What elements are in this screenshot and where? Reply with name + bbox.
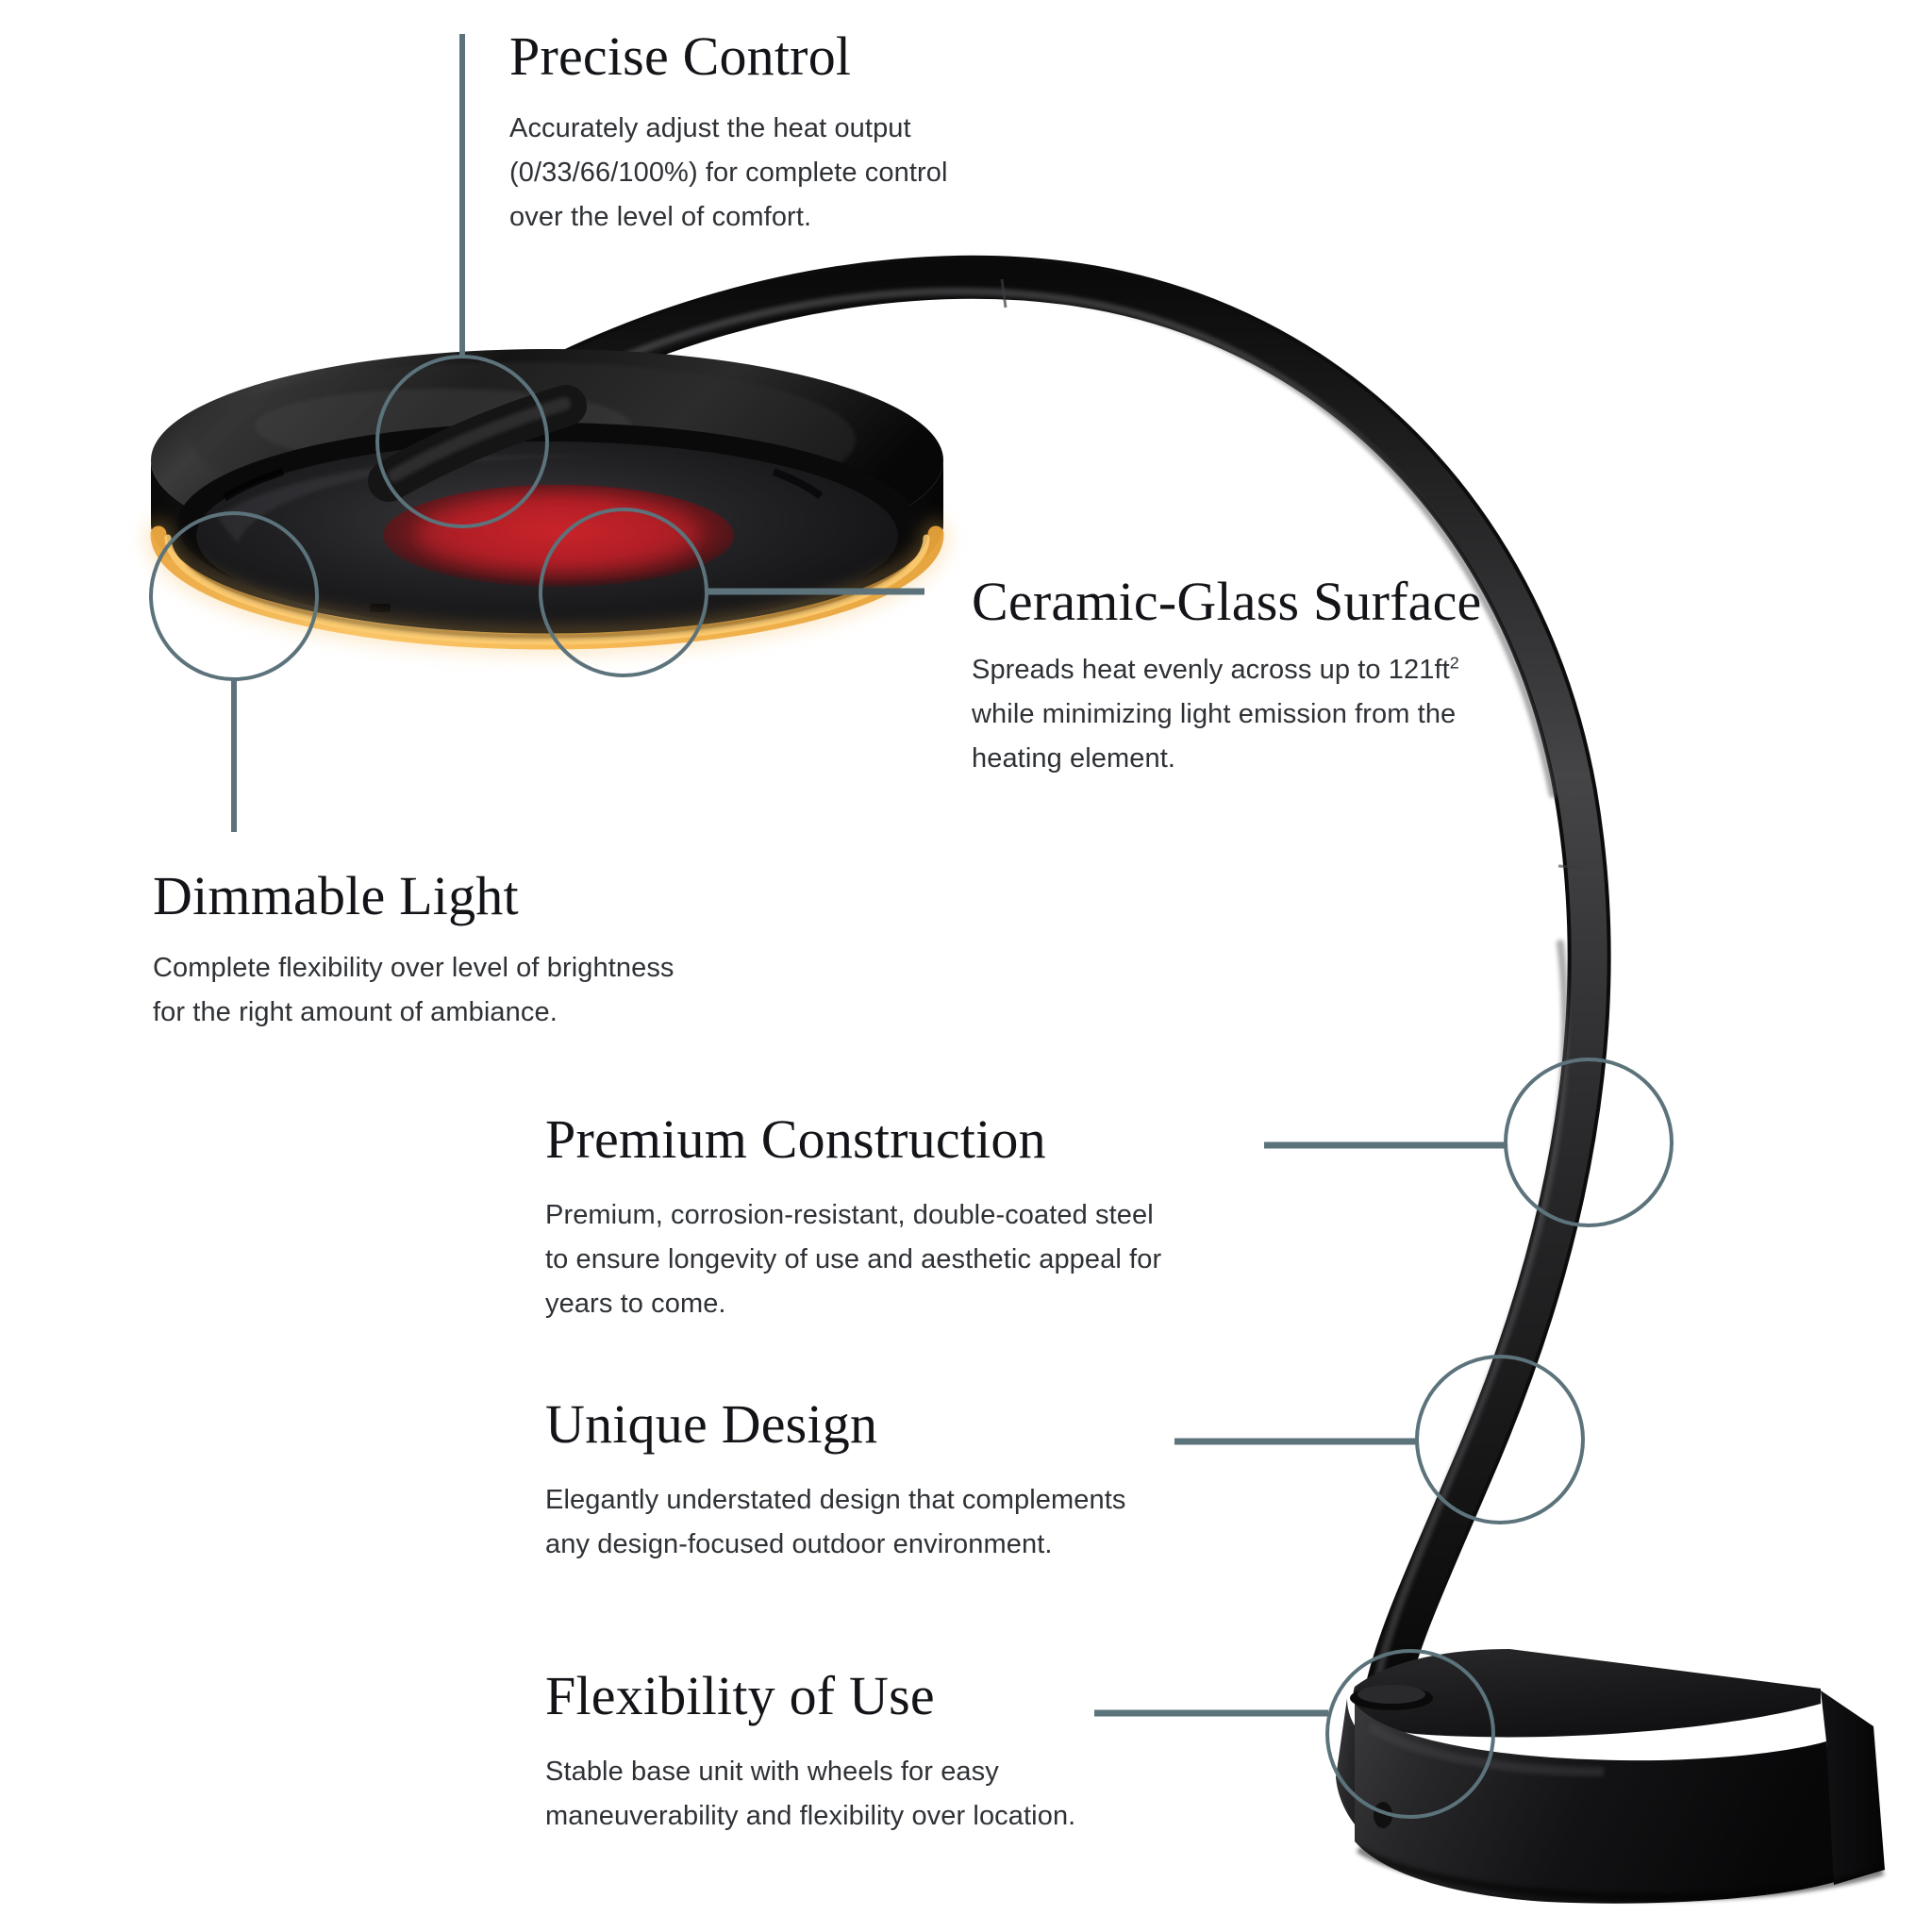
body-line: (0/33/66/100%) for complete control bbox=[509, 157, 948, 188]
heater-head bbox=[144, 349, 950, 656]
body-line: heating element. bbox=[972, 742, 1176, 774]
callout-unique-design: Unique Design Elegantly understated desi… bbox=[545, 1393, 1243, 1567]
ceramic-glass-surface bbox=[196, 441, 898, 630]
callout-title-precise-control: Precise Control bbox=[509, 25, 852, 87]
callout-body-ceramic-glass-surface: Spreads heat evenly across up to 121ft2 … bbox=[972, 648, 1557, 781]
body-line: for the right amount of ambiance. bbox=[153, 996, 558, 1027]
callout-circle-flexibility-of-use bbox=[1325, 1649, 1495, 1819]
callout-body-precise-control: Accurately adjust the heat output (0/33/… bbox=[509, 107, 1094, 240]
body-line: maneuverability and flexibility over loc… bbox=[545, 1800, 1076, 1831]
body-line: Spreads heat evenly across up to 121ft2 bbox=[972, 653, 1459, 685]
callout-title-premium-construction: Premium Construction bbox=[545, 1108, 1046, 1170]
callout-circle-ceramic-glass bbox=[539, 508, 708, 677]
led-ring bbox=[144, 520, 950, 656]
callout-dimmable-light: Dimmable Light Complete flexibility over… bbox=[153, 865, 775, 1035]
heating-element bbox=[383, 485, 734, 587]
body-line: Stable base unit with wheels for easy bbox=[545, 1756, 999, 1787]
callout-precise-control: Precise Control Accurately adjust the he… bbox=[509, 25, 1094, 240]
body-line: to ensure longevity of use and aesthetic… bbox=[545, 1243, 1162, 1274]
body-line: while minimizing light emission from the bbox=[972, 698, 1457, 729]
callout-ceramic-glass-surface: Ceramic-Glass Surface Spreads heat evenl… bbox=[972, 571, 1557, 781]
callout-circle-precise-control bbox=[375, 355, 549, 528]
callout-title-dimmable-light: Dimmable Light bbox=[153, 865, 519, 926]
callout-premium-construction: Premium Construction Premium, corrosion-… bbox=[545, 1108, 1262, 1326]
body-line: Elegantly understated design that comple… bbox=[545, 1484, 1126, 1515]
body-line: years to come. bbox=[545, 1288, 726, 1319]
callout-body-premium-construction: Premium, corrosion-resistant, double-coa… bbox=[545, 1193, 1262, 1326]
callout-body-flexibility-of-use: Stable base unit with wheels for easy ma… bbox=[545, 1750, 1206, 1839]
body-line: Premium, corrosion-resistant, double-coa… bbox=[545, 1199, 1154, 1230]
callout-circle-dimmable-light bbox=[149, 511, 319, 681]
body-line: over the level of comfort. bbox=[509, 201, 812, 232]
callout-body-unique-design: Elegantly understated design that comple… bbox=[545, 1478, 1243, 1567]
callout-body-dimmable-light: Complete flexibility over level of brigh… bbox=[153, 946, 775, 1035]
callout-title-flexibility-of-use: Flexibility of Use bbox=[545, 1665, 935, 1726]
body-line: Complete flexibility over level of brigh… bbox=[153, 952, 675, 983]
body-line: Accurately adjust the heat output bbox=[509, 112, 911, 143]
callout-circle-unique-design bbox=[1415, 1355, 1585, 1524]
callout-title-unique-design: Unique Design bbox=[545, 1393, 878, 1455]
body-line: any design-focused outdoor environment. bbox=[545, 1528, 1053, 1559]
callout-title-ceramic-glass-surface: Ceramic-Glass Surface bbox=[972, 571, 1482, 632]
base-unit bbox=[1336, 1649, 1885, 1904]
callout-flexibility-of-use: Flexibility of Use Stable base unit with… bbox=[545, 1665, 1206, 1839]
callout-circle-premium-construction bbox=[1504, 1058, 1674, 1227]
